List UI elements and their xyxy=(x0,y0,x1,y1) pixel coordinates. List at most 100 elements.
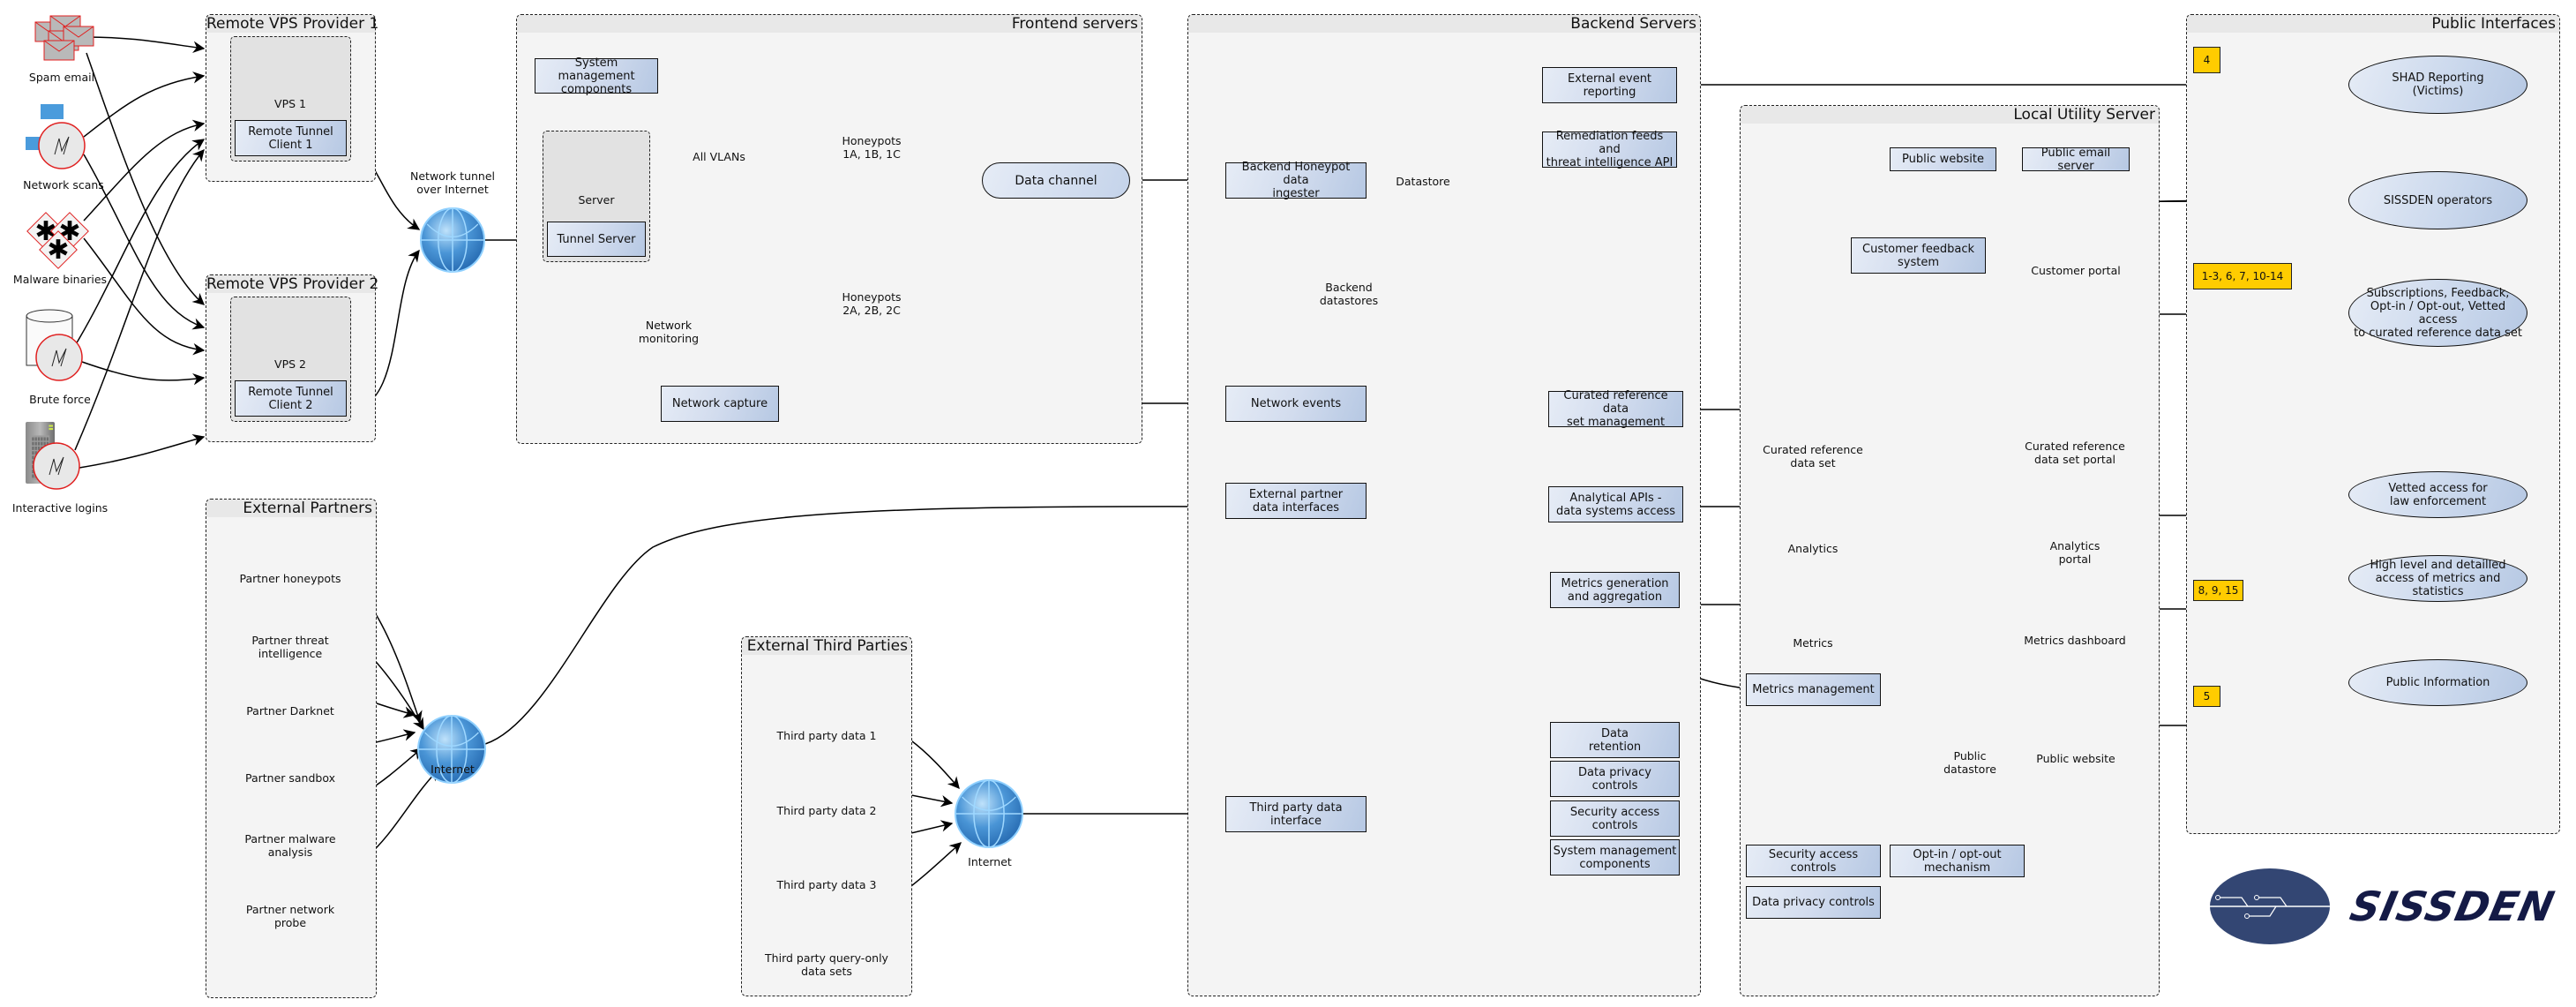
remote-tunnel-client-1[interactable]: Remote Tunnel Client 1 xyxy=(235,120,347,156)
partners-internet-label: Internet xyxy=(431,763,475,776)
customer-feedback-system[interactable]: Customer feedback system xyxy=(1851,237,1986,274)
brute-force-marker-icon xyxy=(35,334,83,381)
opt-in-opt-out-mechanism[interactable]: Opt-in / opt-out mechanism xyxy=(1890,845,2025,877)
attack-label-network-scans: Network scans xyxy=(23,178,104,192)
attack-label-spam-email: Spam email xyxy=(28,71,95,84)
remediation-feeds-api[interactable]: Remediation feeds and threat intelligenc… xyxy=(1542,130,1677,169)
customer-portal-label: Customer portal xyxy=(2031,264,2121,277)
attack-label-brute-force: Brute force xyxy=(29,393,91,406)
curated-portal-label: Curated reference data set portal xyxy=(2025,440,2125,466)
backend-system-management-components[interactable]: System management components xyxy=(1550,839,1680,875)
partner-threat-intel-label: Partner threat intelligence xyxy=(251,634,329,660)
edge-brute-to-vps1 xyxy=(75,139,206,345)
edge-malware-to-vps2 xyxy=(83,237,206,356)
network-events[interactable]: Network events xyxy=(1225,386,1367,422)
vps1-label: VPS 1 xyxy=(274,97,306,110)
third-party-query-only-label: Third party query-only data sets xyxy=(765,951,888,978)
edge-brute-to-vps2 xyxy=(81,361,206,386)
partner-sandbox-label: Partner sandbox xyxy=(244,771,336,785)
backend-security-access-controls[interactable]: Security access controls xyxy=(1550,800,1680,837)
third-party-data-interface[interactable]: Third party data interface xyxy=(1225,796,1367,832)
curated-set-label: Curated reference data set xyxy=(1763,443,1863,470)
shad-reporting-ellipse[interactable]: SHAD Reporting (Victims) xyxy=(2348,56,2527,114)
third-party-2-label: Third party data 2 xyxy=(776,804,877,817)
svg-text:✱: ✱ xyxy=(47,235,69,266)
data-channel[interactable]: Data channel xyxy=(982,162,1130,199)
attack-label-interactive-logins: Interactive logins xyxy=(11,501,109,515)
datastore-label: Datastore xyxy=(1396,175,1450,188)
public-website-box[interactable]: Public website xyxy=(1890,147,1996,171)
external-event-reporting[interactable]: External event reporting xyxy=(1542,67,1677,103)
third-party-1-label: Third party data 1 xyxy=(776,729,877,742)
group-title: Remote VPS Provider 2 xyxy=(206,275,379,293)
spam-email-icon xyxy=(34,15,94,61)
edge-spam-to-vps1 xyxy=(86,36,206,54)
frontend-system-management-components[interactable]: System management components xyxy=(535,56,658,96)
partners-internet-globe-icon xyxy=(417,715,486,784)
backend-datastores-label: Backend datastores xyxy=(1319,281,1379,307)
group-title: Backend Servers xyxy=(1188,15,1700,33)
public-information-ellipse[interactable]: Public Information xyxy=(2348,659,2527,706)
law-enforcement-ellipse[interactable]: Vetted access for law enforcement xyxy=(2348,471,2527,518)
backend-honeypot-data-ingester[interactable]: Backend Honeypot data ingester xyxy=(1225,161,1367,200)
network-tunnel-label: Network tunnel over Internet xyxy=(410,169,495,196)
analytics-label: Analytics xyxy=(1787,542,1838,555)
edge-scans-to-vps2 xyxy=(83,154,206,330)
group-external-third-parties: External Third Parties xyxy=(741,636,912,996)
group-title: External Partners xyxy=(206,500,376,517)
metrics-generation-aggregation[interactable]: Metrics generation and aggregation xyxy=(1550,572,1680,608)
local-security-access-controls[interactable]: Security access controls xyxy=(1746,845,1881,877)
requirement-badge-1-3-6-7-10-14: 1-3, 6, 7, 10-14 xyxy=(2193,263,2292,289)
public-email-server[interactable]: Public email server xyxy=(2022,147,2130,173)
network-tunnel-globe-icon xyxy=(420,207,485,273)
subscriptions-feedback-ellipse[interactable]: Subscriptions, Feedback, Opt-in / Opt-ou… xyxy=(2348,279,2527,347)
backend-data-retention[interactable]: Data retention xyxy=(1550,722,1680,758)
honeypots-2-label: Honeypots 2A, 2B, 2C xyxy=(842,290,902,317)
group-public-interfaces: Public Interfaces xyxy=(2186,14,2560,834)
edge-logins-to-vps2 xyxy=(79,433,206,469)
group-title: External Third Parties xyxy=(742,637,911,655)
third-party-internet-globe-icon xyxy=(955,779,1023,848)
curated-reference-data-set-management[interactable]: Curated reference data set management xyxy=(1548,389,1683,429)
requirement-badge-4: 4 xyxy=(2193,47,2220,73)
edge-internet-to-partner-if xyxy=(484,500,1225,745)
sissden-operators-ellipse[interactable]: SISSDEN operators xyxy=(2348,171,2527,229)
metrics-label: Metrics xyxy=(1793,636,1833,650)
tunnel-server[interactable]: Tunnel Server xyxy=(547,222,646,257)
interactive-logins-marker-icon xyxy=(33,442,80,490)
external-partner-data-interfaces[interactable]: External partner data interfaces xyxy=(1225,483,1367,519)
metrics-management[interactable]: Metrics management xyxy=(1746,673,1881,706)
remote-tunnel-client-2[interactable]: Remote Tunnel Client 2 xyxy=(235,380,347,417)
honeypots-1-label: Honeypots 1A, 1B, 1C xyxy=(842,134,902,161)
requirement-badge-5: 5 xyxy=(2193,686,2220,707)
edge-logins-to-vps1 xyxy=(74,148,205,451)
vps2-label: VPS 2 xyxy=(274,357,306,371)
network-scans-marker-icon xyxy=(38,122,86,169)
all-vlans-label: All VLANs xyxy=(693,150,745,163)
group-external-partners: External Partners xyxy=(206,499,377,998)
metrics-statistics-ellipse[interactable]: High level and detailled access of metri… xyxy=(2348,555,2527,602)
sissden-logo-emblem-icon xyxy=(2210,868,2330,944)
edge-spam-to-vps2 xyxy=(86,52,206,305)
public-website-label: Public website xyxy=(2036,752,2115,765)
analytical-apis[interactable]: Analytical APIs - data systems access xyxy=(1548,486,1683,522)
backend-data-privacy-controls[interactable]: Data privacy controls xyxy=(1550,761,1680,797)
network-capture[interactable]: Network capture xyxy=(661,386,779,422)
sissden-logo-text: SISSDEN xyxy=(2346,883,2559,930)
attack-label-malware-binaries: Malware binaries xyxy=(12,273,108,286)
edge-malware-to-vps1 xyxy=(83,119,206,222)
public-datastore-label: Public datastore xyxy=(1943,749,1996,776)
requirement-badge-8-9-15: 8, 9, 15 xyxy=(2193,580,2243,601)
partner-honeypots-label: Partner honeypots xyxy=(239,572,341,585)
local-data-privacy-controls[interactable]: Data privacy controls xyxy=(1746,886,1881,919)
metrics-dashboard-label: Metrics dashboard xyxy=(2024,634,2126,647)
partner-darknet-label: Partner Darknet xyxy=(246,704,334,718)
analytics-portal-label: Analytics portal xyxy=(2049,539,2100,566)
group-title: Remote VPS Provider 1 xyxy=(206,15,379,33)
group-title: Local Utility Server xyxy=(1741,106,2159,124)
third-party-3-label: Third party data 3 xyxy=(776,878,877,891)
partner-probe-label: Partner network probe xyxy=(245,903,335,929)
edge-scans-to-vps1 xyxy=(83,71,206,138)
partner-malware-label: Partner malware analysis xyxy=(244,832,336,859)
third-internet-label: Internet xyxy=(968,855,1012,868)
